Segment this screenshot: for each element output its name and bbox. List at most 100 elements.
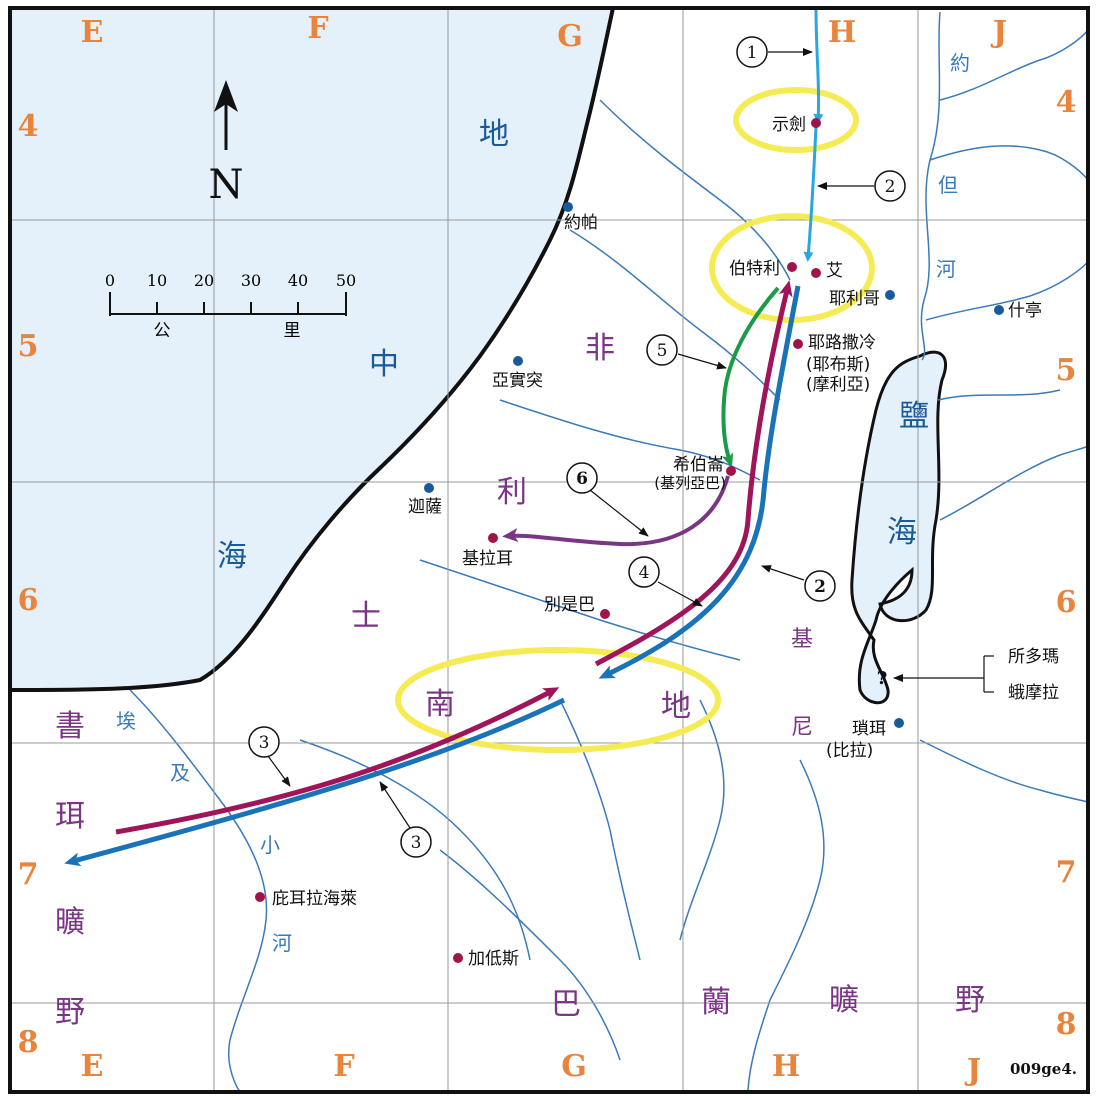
jordan-river (920, 11, 941, 361)
jordan-label-1: 約 (950, 51, 970, 75)
route-marker-3-west: 3 (379, 781, 432, 858)
route-marker-6: 6 (566, 462, 649, 537)
city-ai: 艾 (811, 261, 843, 281)
negev-label-1: 南 (425, 687, 455, 722)
wadi-3 (499, 399, 761, 481)
egypt-brook-label-4: 河 (272, 931, 292, 955)
grid-row-left-7: 7 (18, 857, 39, 892)
egypt-brook-label-1: 埃 (116, 709, 136, 733)
rivers (129, 11, 1089, 1093)
philistia-label-3: 士 (351, 599, 381, 634)
scale-unit-left: 公 (154, 321, 171, 341)
philistia-label-2: 利 (497, 475, 527, 510)
sea-labels: 地 中 海 鹽 海 (217, 117, 929, 574)
jordan-tributary-4 (939, 445, 1089, 521)
grid-col-bottom-f: F (333, 1049, 354, 1084)
routes (64, 9, 824, 867)
city-gerar-label: 基拉耳 (462, 549, 513, 569)
egypt-brook (129, 689, 268, 1093)
city-jerusalem-label-3: (摩利亞) (806, 375, 870, 395)
city-shechem-label: 示劍 (772, 115, 806, 135)
grid-col-top-h: H (828, 15, 856, 50)
route-6 (502, 475, 730, 547)
grid-row-left-5: 5 (18, 329, 39, 364)
grid-row-right-8: 8 (1056, 1007, 1077, 1042)
highlight-negev (395, 647, 721, 753)
scale-tick-30: 30 (241, 271, 261, 290)
city-ashdod-label: 亞實突 (492, 371, 543, 391)
grid-col-top-g: G (557, 19, 583, 54)
route-2-north-segment (803, 125, 818, 262)
scale-tick-0: 0 (105, 271, 115, 290)
route-2-south (598, 285, 801, 679)
city-gaza-label: 迦薩 (408, 497, 442, 517)
paran-label-4: 野 (955, 983, 985, 1018)
city-gerar: 基拉耳 (462, 533, 513, 569)
route-marker-3-east-label: 3 (259, 733, 270, 753)
city-beer-lahai-roi: 庇耳拉海萊 (255, 889, 357, 909)
grid-col-top-j: J (990, 15, 1007, 50)
map-code: 009ge4. (1010, 1060, 1077, 1078)
grid-col-bottom-j: J (964, 1053, 981, 1088)
grid-labels: E F G H J E F G H J 4 5 6 7 8 4 5 6 7 8 (18, 11, 1077, 1088)
city-kadesh: 加低斯 (453, 949, 519, 969)
wadi-5 (299, 739, 531, 961)
grid-col-bottom-g: G (561, 1049, 587, 1084)
city-succoth-label: 什亭 (1008, 301, 1042, 321)
route-marker-5: 5 (646, 334, 727, 370)
city-beersheba: 別是巴 (544, 595, 610, 619)
wadi-6 (439, 849, 621, 1061)
grid-row-right-6: 6 (1056, 585, 1077, 620)
shur-label-4: 野 (55, 995, 85, 1030)
city-kadesh-label: 加低斯 (468, 949, 519, 969)
kenite-label-1: 基 (791, 627, 813, 652)
dead-sea-label-1: 鹽 (899, 399, 929, 434)
city-hebron: 希伯崙 (基列亞巴) (654, 455, 736, 492)
city-jericho: 耶利哥 (829, 289, 895, 309)
grid-row-left-6: 6 (18, 583, 39, 618)
paran-label-2: 蘭 (701, 985, 731, 1020)
paran-label-3: 曠 (829, 983, 859, 1018)
route-marker-2-north-label: 2 (885, 177, 896, 197)
route-marker-3-west-label: 3 (411, 833, 422, 853)
negev-label-2: 地 (661, 689, 691, 724)
wadi-1 (599, 99, 791, 281)
city-succoth: 什亭 (994, 301, 1042, 321)
cities: 示劍 約帕 伯特利 艾 耶利哥 什亭 耶路撒冷 (耶布斯) (摩利亞) (255, 115, 1042, 969)
river-labels: 約 但 河 埃 及 小 河 (116, 51, 970, 955)
highlight-shechem (733, 87, 859, 153)
city-zoar-label-2: (比拉) (826, 741, 873, 761)
scale-bar: 0 10 20 30 40 50 公 里 (105, 271, 356, 341)
city-joppa-label: 約帕 (564, 213, 598, 233)
route-marker-1: 1 (736, 36, 813, 68)
dead-sea (850, 350, 948, 705)
wadi-7 (747, 759, 825, 1091)
city-bethel: 伯特利 (729, 259, 797, 279)
shur-label-2: 珥 (55, 799, 85, 834)
city-gaza: 迦薩 (408, 483, 442, 517)
city-ashdod: 亞實突 (492, 356, 543, 391)
city-joppa: 約帕 (563, 202, 598, 233)
north-arrow: N (209, 80, 244, 208)
north-arrow-head-icon (214, 80, 238, 112)
jordan-label-2: 但 (938, 173, 958, 197)
route-marker-6-label: 6 (576, 469, 588, 489)
grid-col-top-f: F (307, 11, 328, 46)
city-hebron-label-1: 希伯崙 (673, 455, 724, 475)
jordan-tributary-5 (937, 389, 1061, 401)
jordan-tributary-3 (925, 261, 1089, 321)
grid-row-right-4: 4 (1056, 85, 1077, 120)
med-sea-label-2: 中 (369, 347, 399, 382)
route-marker-4: 4 (628, 556, 703, 607)
city-jerusalem-label-1: 耶路撒冷 (808, 333, 876, 353)
jordan-tributary-1 (939, 29, 1089, 101)
city-jerusalem-label-2: (耶布斯) (806, 355, 870, 375)
grid-col-bottom-e: E (81, 1049, 104, 1084)
jordan-label-3: 河 (936, 257, 956, 281)
grid-col-bottom-h: H (772, 1049, 800, 1084)
region-labels: 非 利 士 南 地 書 珥 曠 野 巴 蘭 曠 野 基 尼 (55, 331, 985, 1030)
egypt-brook-label-2: 及 (170, 761, 190, 785)
paran-label-1: 巴 (551, 987, 581, 1022)
grid-col-top-e: E (81, 15, 104, 50)
